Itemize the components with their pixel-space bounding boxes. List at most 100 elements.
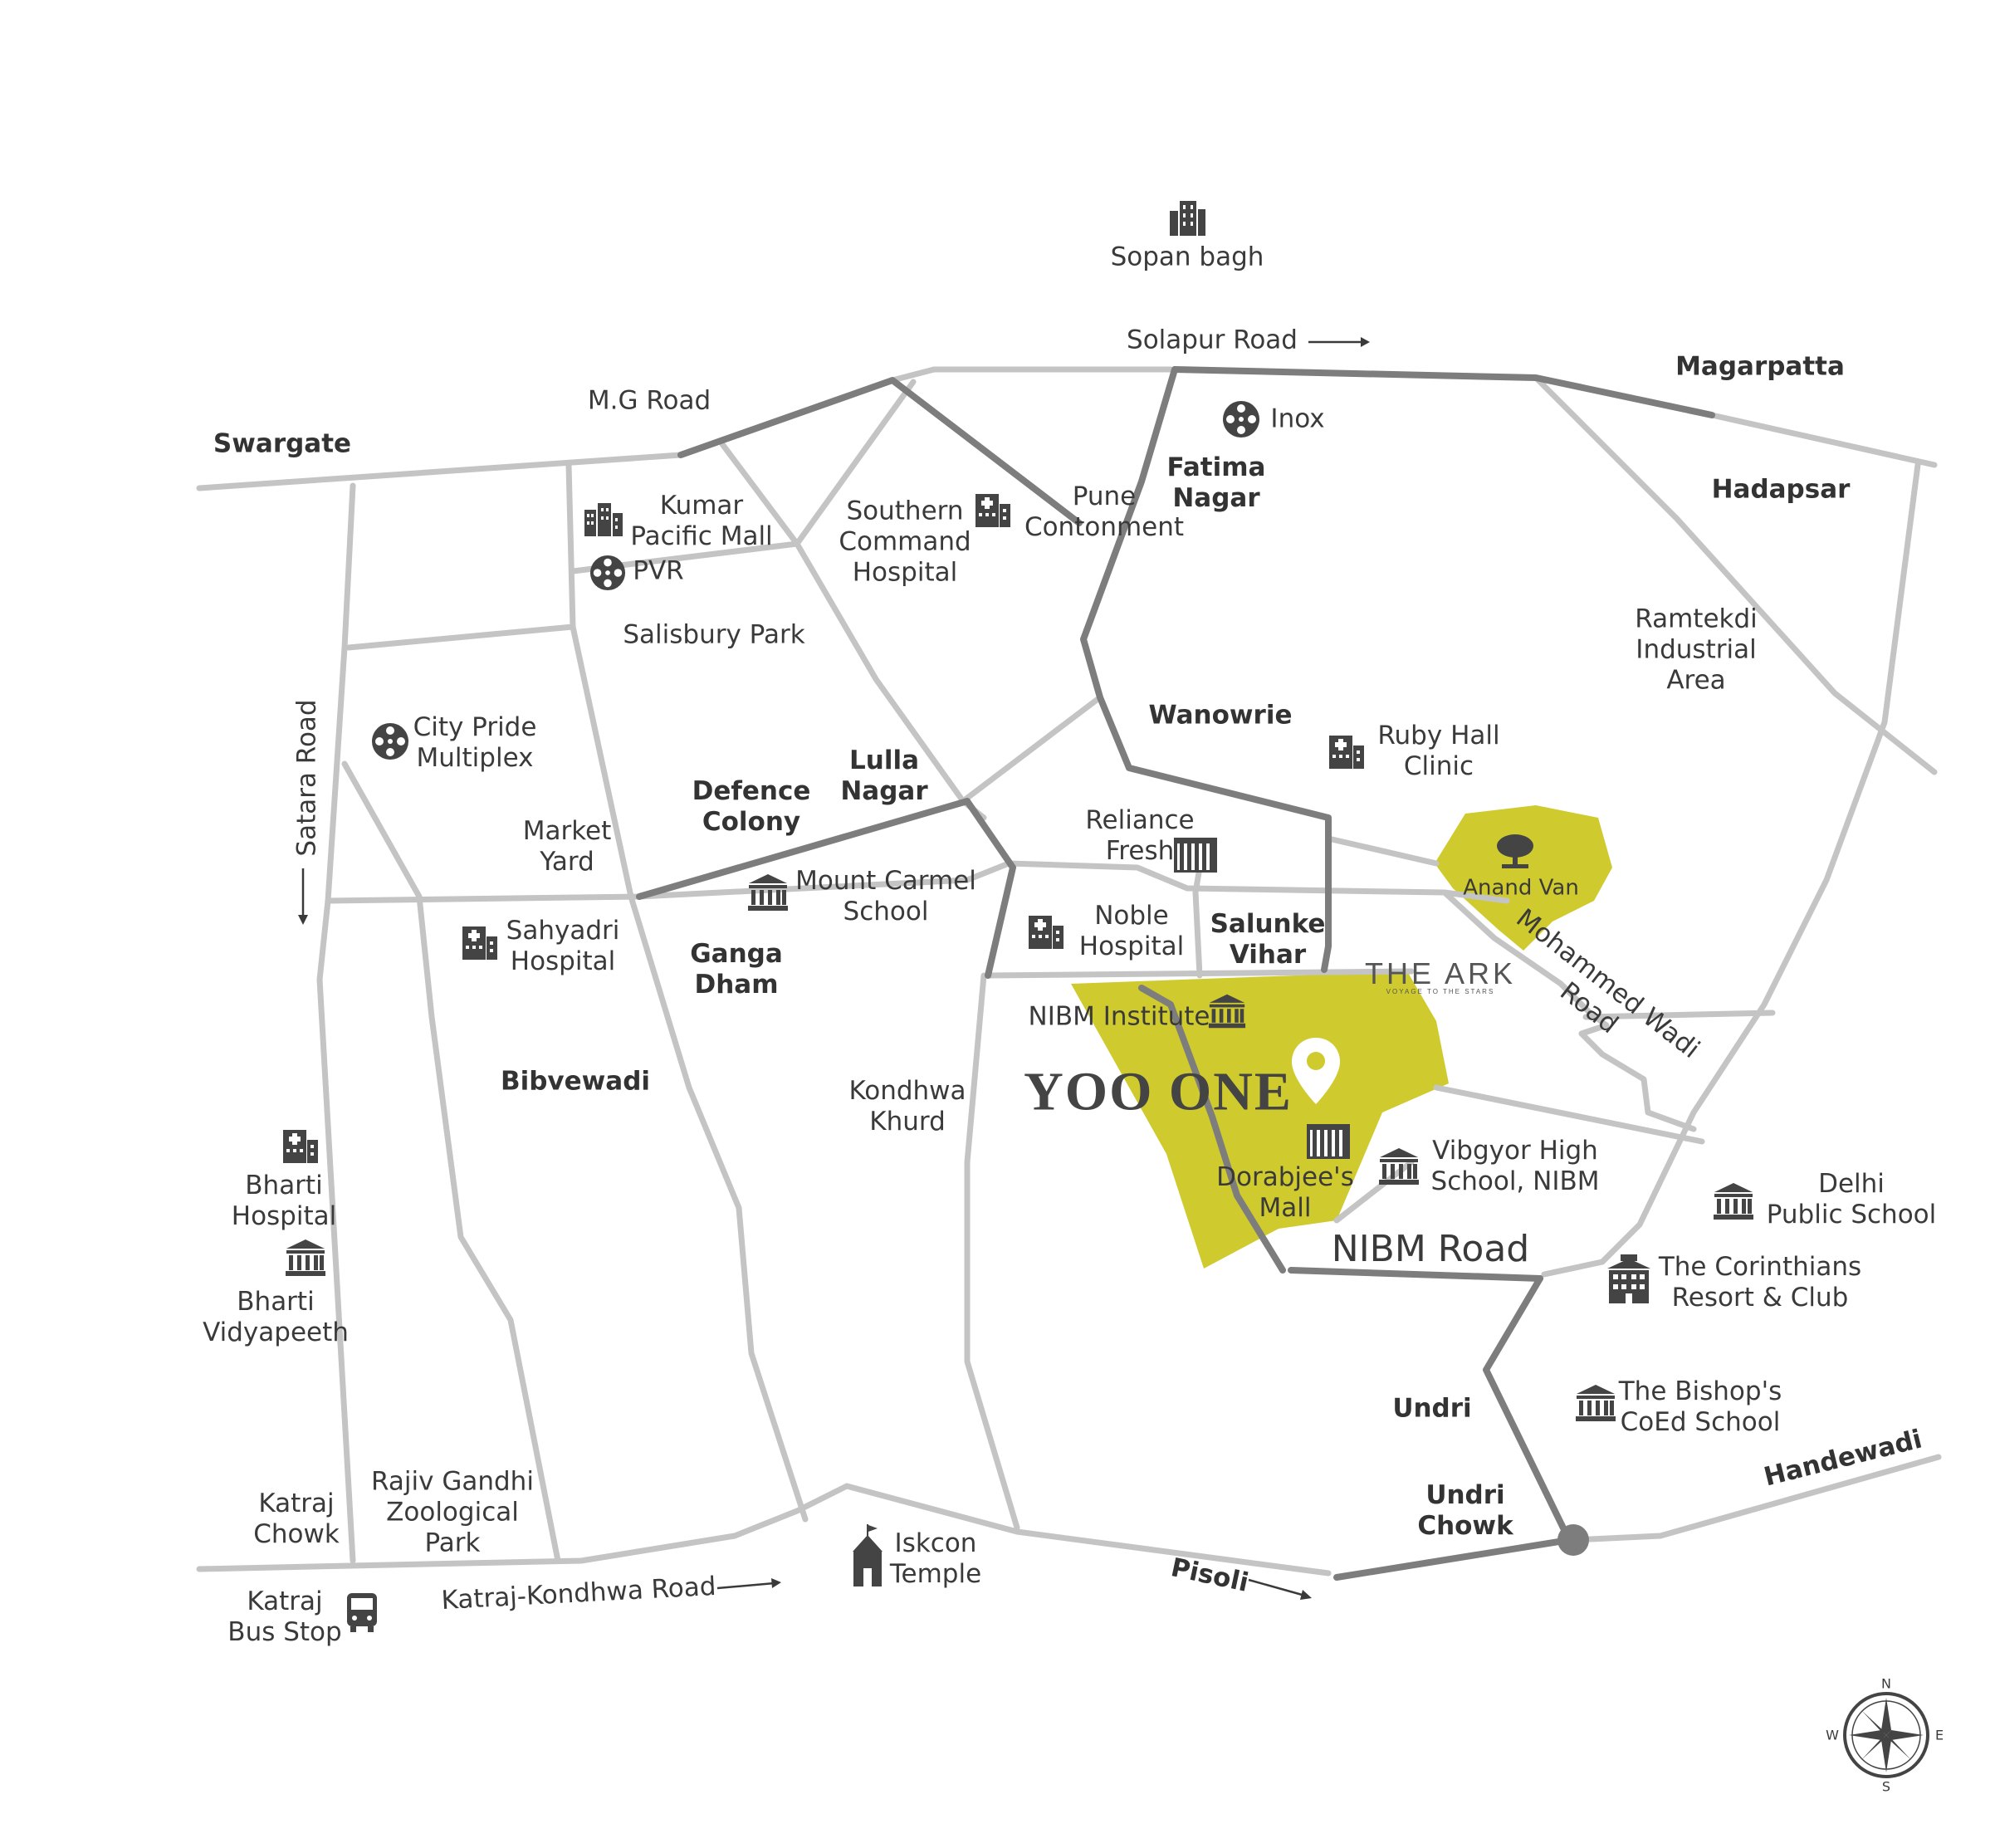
building-icon bbox=[1170, 201, 1205, 236]
arrow-down-icon bbox=[298, 868, 308, 925]
building-icon bbox=[584, 503, 623, 536]
road-mohammed-wadi bbox=[1441, 889, 1697, 1132]
hospital-icon bbox=[283, 1130, 318, 1163]
road-city-pride-diag bbox=[341, 760, 561, 1564]
road-kondhwa bbox=[964, 972, 1020, 1531]
road-kumar-left bbox=[345, 462, 576, 651]
label-ruby-hall: Ruby Hall Clinic bbox=[1377, 721, 1500, 781]
label-magarpatta: Magarpatta bbox=[1675, 351, 1845, 382]
institution-icon bbox=[1576, 1385, 1616, 1421]
the-ark-title: THE ARK bbox=[1364, 956, 1517, 990]
label-city-pride: City Pride Multiplex bbox=[413, 712, 537, 773]
label-bishops: The Bishop's CoEd School bbox=[1618, 1376, 1782, 1437]
label-market-yard: Market Yard bbox=[522, 816, 612, 877]
road-mohammed-branch bbox=[1582, 1010, 1776, 1020]
label-wanowrie: Wanowrie bbox=[1148, 700, 1293, 731]
label-salisbury-park: Salisbury Park bbox=[623, 619, 805, 650]
road-cantonment-diag bbox=[570, 379, 917, 574]
road-nibm-road bbox=[1288, 1267, 1543, 1282]
road-market-yard-diag bbox=[570, 623, 809, 1523]
undri-chowk-marker bbox=[1557, 1524, 1589, 1556]
film-reel-icon bbox=[372, 723, 408, 760]
road-bottom bbox=[196, 1483, 1332, 1577]
road-vibgyor bbox=[1433, 1084, 1705, 1145]
label-iskcon: Iskcon Temple bbox=[889, 1528, 982, 1589]
road-cantonment-wanowrie bbox=[1080, 366, 1332, 973]
road-hadapsar-diag bbox=[1533, 374, 1938, 775]
hospital-icon bbox=[462, 926, 497, 960]
road-magarpatta-hadapsar bbox=[1709, 412, 1938, 468]
compass-icon bbox=[1843, 1692, 1929, 1778]
hospital-icon bbox=[975, 494, 1010, 527]
film-reel-icon bbox=[589, 555, 626, 591]
map-pin-icon[interactable] bbox=[1290, 1036, 1342, 1106]
project-area bbox=[1071, 971, 1449, 1269]
label-sopan-bagh: Sopan bagh bbox=[1110, 242, 1264, 272]
arrow-right-icon bbox=[716, 1578, 781, 1590]
tree-icon bbox=[1497, 834, 1533, 868]
label-southern-command-hospital: Southern Command Hospital bbox=[839, 496, 971, 588]
label-undri-chowk: Undri Chowk bbox=[1417, 1480, 1513, 1541]
resort-building-icon bbox=[1607, 1254, 1650, 1303]
label-swargate: Swargate bbox=[213, 428, 352, 459]
road-handewadi bbox=[1570, 1454, 1942, 1543]
compass-south: S bbox=[1881, 1778, 1891, 1795]
bus-icon bbox=[347, 1593, 377, 1632]
label-nibm-road: NIBM Road bbox=[1331, 1228, 1530, 1270]
label-noble-hospital: Noble Hospital bbox=[1078, 901, 1185, 961]
label-corinthians: The Corinthians Resort & Club bbox=[1658, 1252, 1862, 1313]
label-mg-road: M.G Road bbox=[587, 385, 711, 416]
label-katraj-bus-stop: Katraj Bus Stop bbox=[227, 1586, 342, 1647]
arrow-right-icon bbox=[1248, 1578, 1312, 1600]
road-wanowrie-diag bbox=[960, 694, 1103, 804]
label-vibgyor: Vibgyor High School, NIBM bbox=[1430, 1136, 1600, 1196]
label-ramtekdi: Ramtekdi Industrial Area bbox=[1635, 604, 1758, 696]
compass-east: E bbox=[1934, 1727, 1944, 1743]
hospital-icon bbox=[1329, 736, 1364, 769]
label-defence-colony: Defence Colony bbox=[692, 776, 811, 837]
label-lulla-nagar: Lulla Nagar bbox=[840, 746, 928, 806]
road-1085 bbox=[325, 860, 1510, 904]
label-katraj-chowk: Katraj Chowk bbox=[253, 1489, 340, 1549]
road-lulla-defence bbox=[636, 798, 1016, 979]
road-anand-link bbox=[1325, 835, 1440, 867]
label-hadapsar: Hadapsar bbox=[1711, 474, 1851, 505]
label-nibm-institute: NIBM Institute bbox=[1028, 1001, 1210, 1032]
road-mg-road bbox=[677, 377, 1083, 526]
label-salunke-vihar: Salunke Vihar bbox=[1210, 909, 1326, 970]
label-reliance-fresh: Reliance Fresh bbox=[1085, 805, 1195, 866]
institution-icon bbox=[1714, 1183, 1753, 1220]
compass-north: N bbox=[1881, 1675, 1891, 1692]
label-solapur-road: Solapur Road bbox=[1127, 325, 1298, 355]
label-inox: Inox bbox=[1270, 403, 1325, 434]
label-kumar-pacific-mall: Kumar Pacific Mall bbox=[630, 491, 773, 551]
road-noble-inner bbox=[1192, 889, 1203, 979]
label-rajiv-gandhi-park: Rajiv Gandhi Zoological Park bbox=[371, 1466, 534, 1558]
road-solapur bbox=[1171, 366, 1715, 418]
institution-icon bbox=[748, 874, 788, 911]
label-pvr: PVR bbox=[633, 555, 684, 586]
shop-icon bbox=[1307, 1124, 1350, 1159]
label-sahyadri-hospital: Sahyadri Hospital bbox=[506, 916, 620, 976]
film-reel-icon bbox=[1223, 401, 1259, 438]
label-bharti-hospital: Bharti Hospital bbox=[231, 1171, 337, 1231]
arrow-right-icon bbox=[1308, 337, 1370, 347]
the-ark-tagline: VOYAGE TO THE STARS bbox=[1386, 988, 1495, 995]
road-undri bbox=[1333, 1275, 1572, 1581]
label-undri: Undri bbox=[1392, 1393, 1472, 1424]
institution-icon bbox=[1208, 994, 1246, 1029]
hospital-icon bbox=[1029, 916, 1064, 949]
road-nibm-diag bbox=[1138, 985, 1286, 1274]
road-nibm-top bbox=[985, 968, 1415, 979]
road-right-vertical bbox=[1541, 462, 1921, 1278]
label-delhi-public-school: Delhi Public School bbox=[1766, 1169, 1937, 1230]
label-pune-cantonment: Pune Contonment bbox=[1024, 482, 1185, 542]
label-mount-carmel: Mount Carmel School bbox=[795, 866, 976, 926]
label-kondhwa-khurd: Kondhwa Khurd bbox=[848, 1076, 966, 1137]
shop-icon bbox=[1174, 838, 1217, 873]
label-bharti-vidyapeeth: Bharti Vidyapeeth bbox=[203, 1287, 349, 1347]
label-bibvewadi: Bibvewadi bbox=[500, 1066, 651, 1097]
temple-icon bbox=[853, 1524, 883, 1586]
label-satara-road: Satara Road bbox=[291, 699, 322, 857]
